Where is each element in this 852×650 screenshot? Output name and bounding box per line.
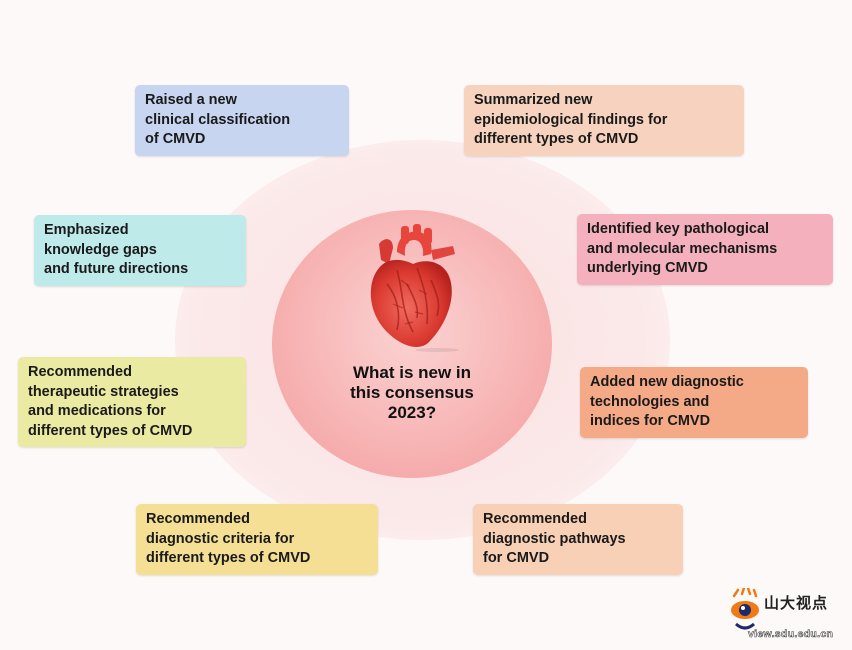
box-line: different types of CMVD — [474, 131, 639, 147]
box-line: clinical classification — [145, 111, 291, 128]
box-line: Added new diagnostic — [590, 374, 744, 390]
box-line: for CMVD — [483, 550, 550, 566]
box-line: of CMVD — [145, 131, 206, 147]
heart-icon — [370, 224, 459, 352]
center-question: What is new in this consensus 2023? — [312, 363, 512, 423]
center-line-3: 2023? — [387, 403, 437, 422]
box-line: therapeutic strategies — [28, 383, 179, 400]
box-line: diagnostic criteria for — [146, 530, 295, 547]
box-line: different types of CMVD — [146, 550, 311, 566]
box-therapeutic: Recommended therapeutic strategies and m… — [18, 357, 246, 447]
box-line: Recommended — [483, 511, 587, 527]
box-line: Recommended — [146, 511, 250, 527]
box-line: Identified key pathological — [587, 221, 770, 237]
box-mechanisms: Identified key pathological and molecula… — [577, 214, 833, 285]
box-line: technologies and — [590, 393, 710, 410]
box-line: indices for CMVD — [590, 413, 711, 429]
box-line: different types of CMVD — [28, 422, 193, 439]
box-line: and medications for — [28, 403, 166, 419]
box-knowledge-gaps: Emphasized knowledge gaps and future dir… — [34, 215, 246, 286]
box-line: and future directions — [44, 261, 189, 277]
center-line-2: this consensus — [350, 383, 474, 402]
box-line: Summarized new — [474, 92, 593, 108]
box-diagnostic-criteria: Recommended diagnostic criteria for diff… — [136, 504, 378, 575]
box-line: Raised a new — [145, 92, 237, 108]
box-line: epidemiological findings for — [474, 111, 668, 128]
logo-name: 山大视点 — [764, 595, 829, 612]
box-line: underlying CMVD — [587, 260, 708, 276]
logo-url: view.sdu.edu.cn — [748, 628, 834, 641]
box-epidemiology: Summarized new epidemiological findings … — [464, 85, 744, 156]
box-diagnostic-pathways: Recommended diagnostic pathways for CMVD — [473, 504, 683, 575]
box-line: Emphasized — [44, 222, 129, 238]
box-line: and molecular mechanisms — [587, 240, 778, 257]
eye-logo-icon — [731, 588, 759, 630]
center-line-1: What is new in — [352, 363, 472, 382]
box-classification: Raised a new clinical classification of … — [135, 85, 349, 156]
box-line: Recommended — [28, 364, 132, 380]
box-diagnostic-tech: Added new diagnostic technologies and in… — [580, 367, 808, 438]
box-line: diagnostic pathways — [483, 530, 626, 547]
box-line: knowledge gaps — [44, 241, 157, 258]
